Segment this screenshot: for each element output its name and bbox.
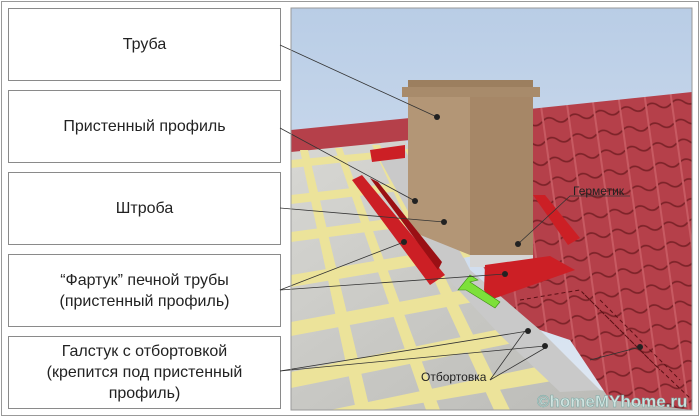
watermark: ©homeMYhome.ru — [537, 392, 687, 411]
label-text: Галстук с отбортовкой (крепится под прис… — [46, 343, 243, 402]
label-text: Штроба — [115, 200, 174, 217]
side-wall-profile — [352, 175, 445, 285]
label-box-groove: Штроба — [8, 172, 281, 245]
label-box-wall-profile: Пристенный профиль — [8, 90, 281, 163]
label-box-tie: Галстук с отбортовкой (крепится под прис… — [8, 336, 281, 409]
chimney — [402, 80, 540, 267]
label-box-apron: “Фартук” печной трубы (пристенный профил… — [8, 254, 281, 327]
callout-flange: Отбортовка — [421, 370, 487, 384]
hidden-edge-lines — [519, 289, 692, 401]
leader-lines — [279, 44, 641, 381]
right-wall-profile — [533, 195, 580, 245]
callout-sealant: Герметик — [573, 184, 625, 198]
roof-edge — [291, 118, 410, 152]
label-box-chimney: Труба — [8, 8, 281, 81]
label-text: Пристенный профиль — [63, 118, 226, 135]
label-text: Труба — [122, 36, 167, 53]
arrow-icon — [457, 274, 501, 309]
leader-dots — [401, 114, 643, 350]
label-text: “Фартук” печной трубы (пристенный профил… — [59, 271, 230, 310]
apron-profile — [484, 256, 575, 300]
